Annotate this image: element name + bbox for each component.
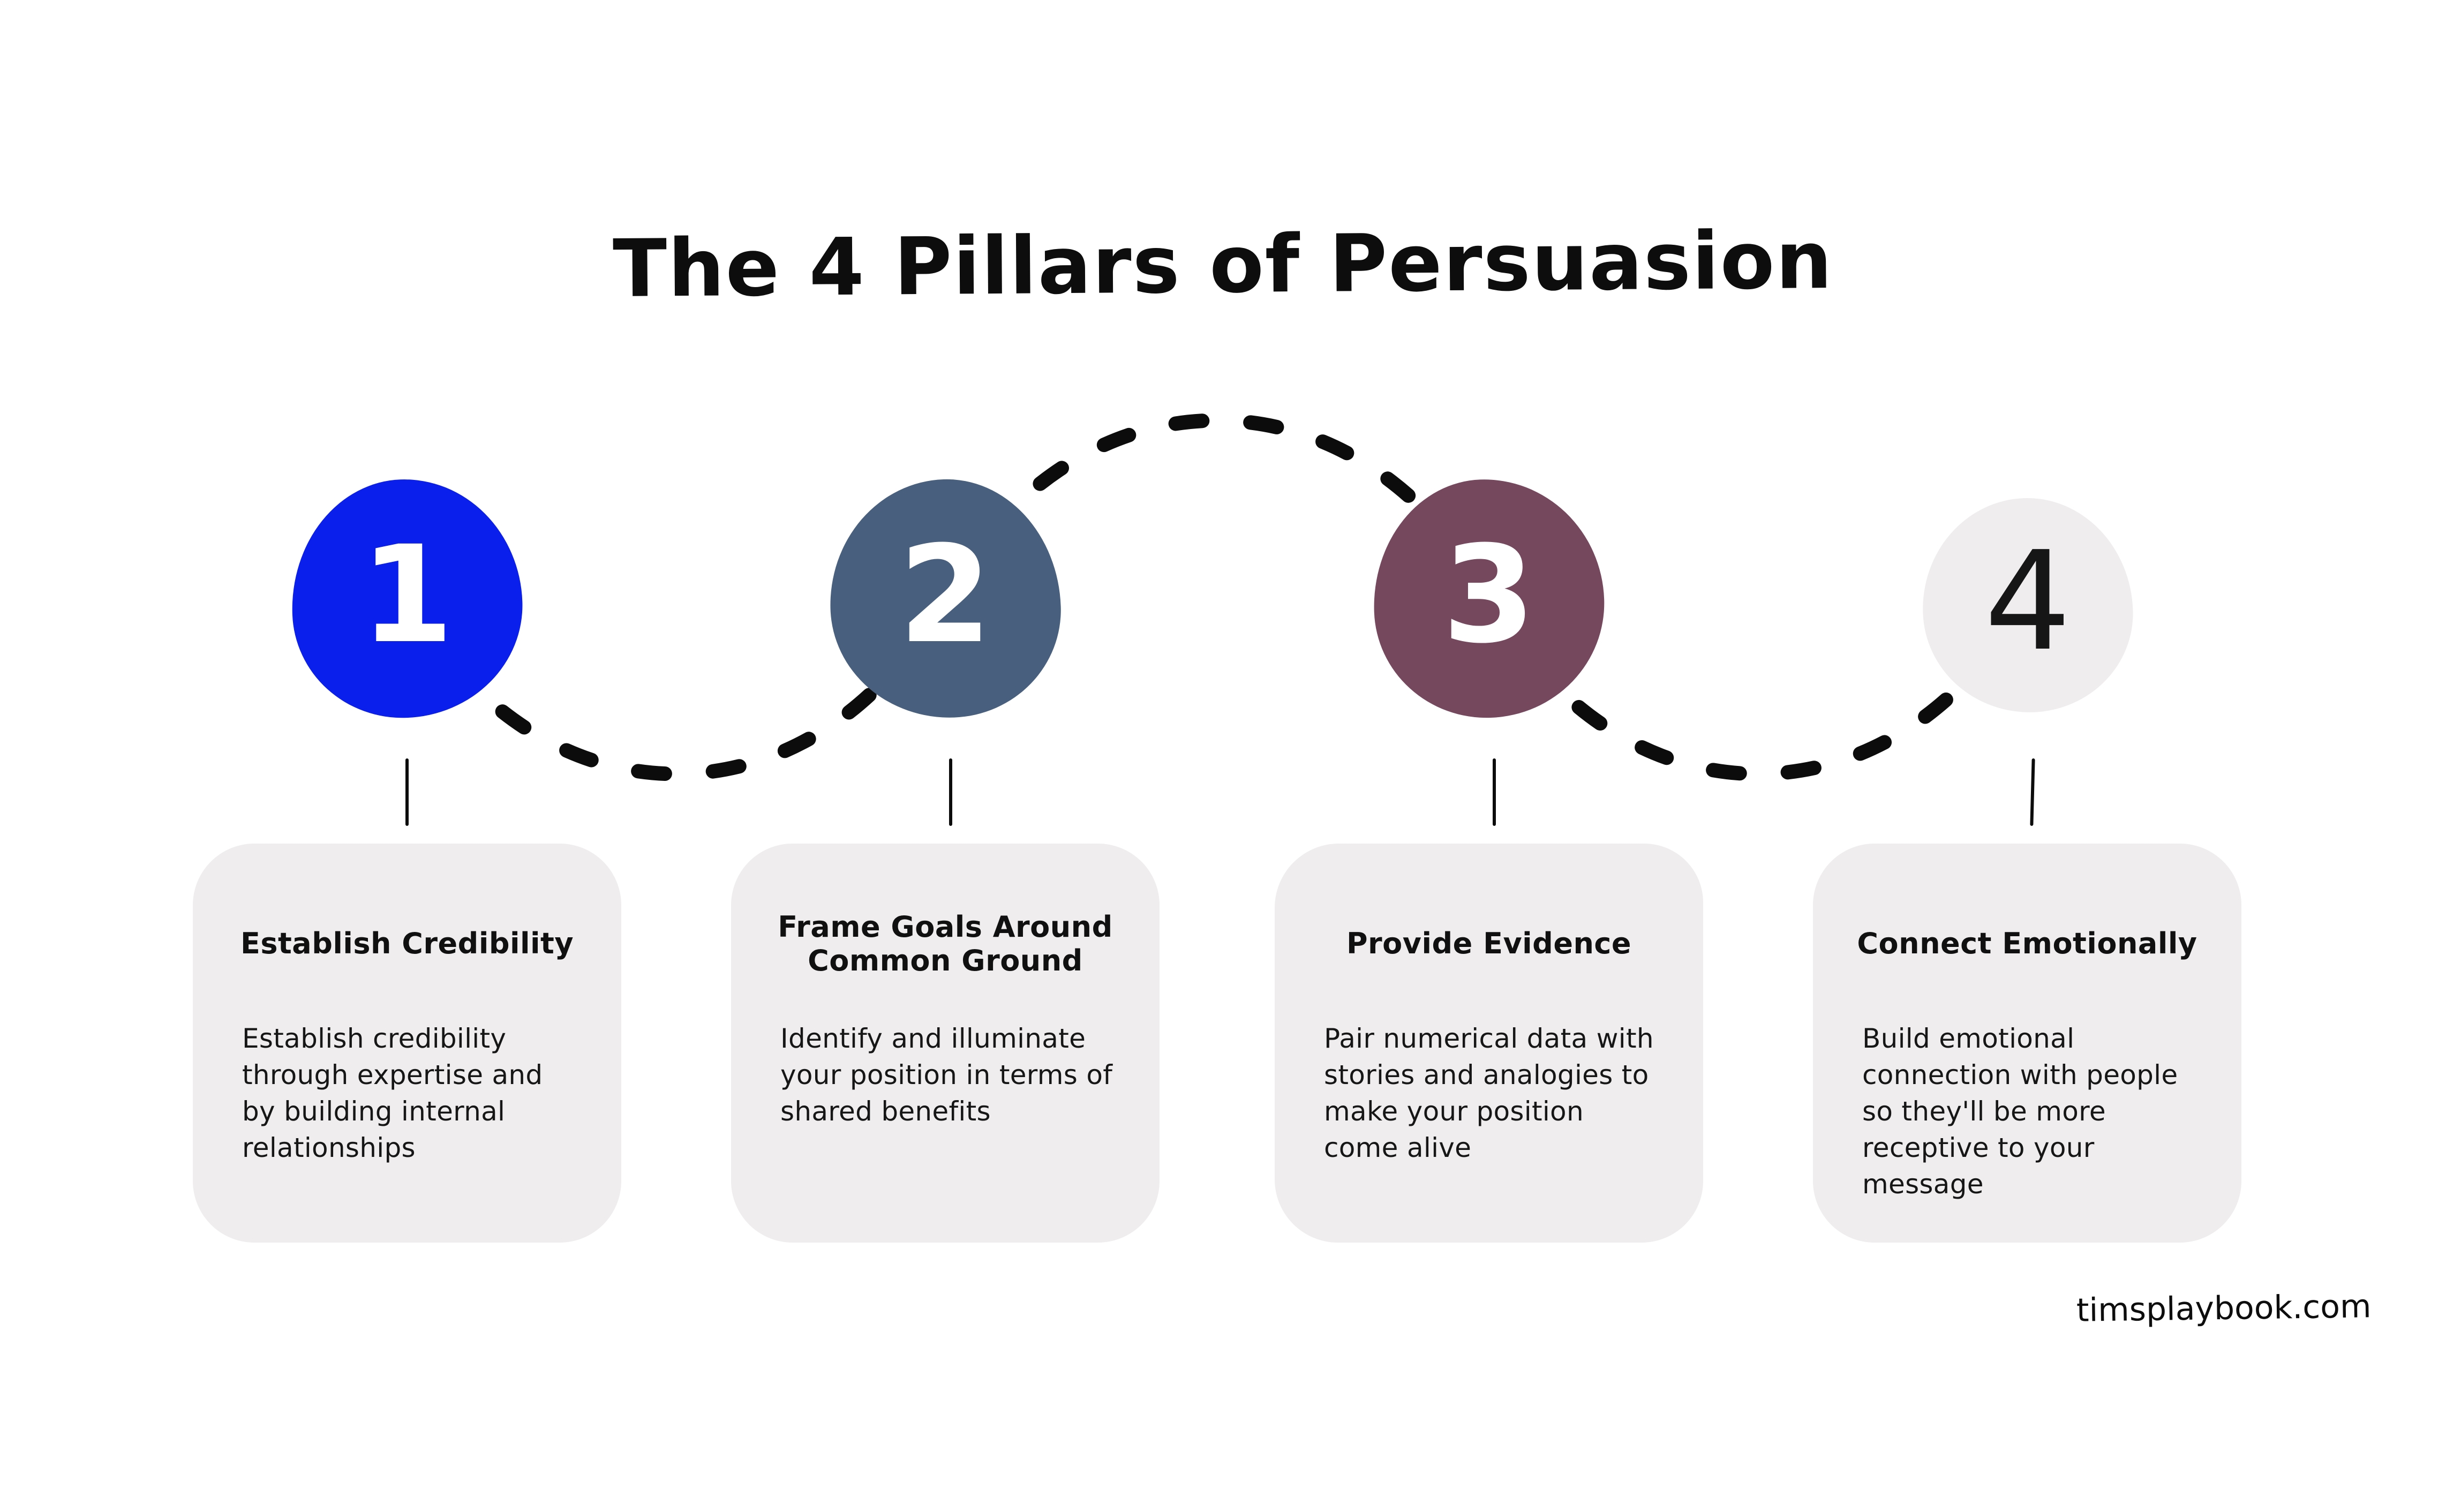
page-title: The 4 Pillars of Persuasion [612, 214, 1834, 315]
step-3-card-body: Pair numerical data with stories and ana… [1324, 1023, 1654, 1163]
step-1-card: Establish Credibility Establish credibil… [193, 844, 621, 1243]
dashed-connector-path [400, 413, 2035, 781]
step-2-card-body: Identify and illuminate your position in… [780, 1023, 1113, 1127]
step-4-card-title: Connect Emotionally [1857, 927, 2197, 961]
step-2-card-title: Frame Goals Around Common Ground [778, 910, 1113, 977]
step-4-card: Connect Emotionally Build emotional conn… [1813, 844, 2241, 1243]
watermark-url: timsplaybook.com [2076, 1288, 2372, 1329]
step-2-connector-line [949, 758, 952, 826]
step-3-card-title: Provide Evidence [1346, 927, 1632, 961]
step-1-number: 1 [360, 516, 454, 673]
step-1-card-body: Establish credibility through expertise … [242, 1023, 543, 1163]
step-3-card: Provide Evidence Pair numerical data wit… [1275, 844, 1703, 1243]
step-1-card-title: Establish Credibility [240, 927, 574, 961]
step-3-number: 3 [1442, 516, 1536, 673]
step-2-number: 2 [899, 516, 992, 673]
step-2-card: Frame Goals Around Common Ground Identif… [731, 844, 1160, 1243]
step-4-card-body: Build emotional connection with people s… [1862, 1023, 2178, 1200]
step-4-number: 4 [1984, 522, 2072, 681]
step-1-connector-line [405, 758, 409, 826]
step-3-connector-line [1493, 758, 1496, 826]
